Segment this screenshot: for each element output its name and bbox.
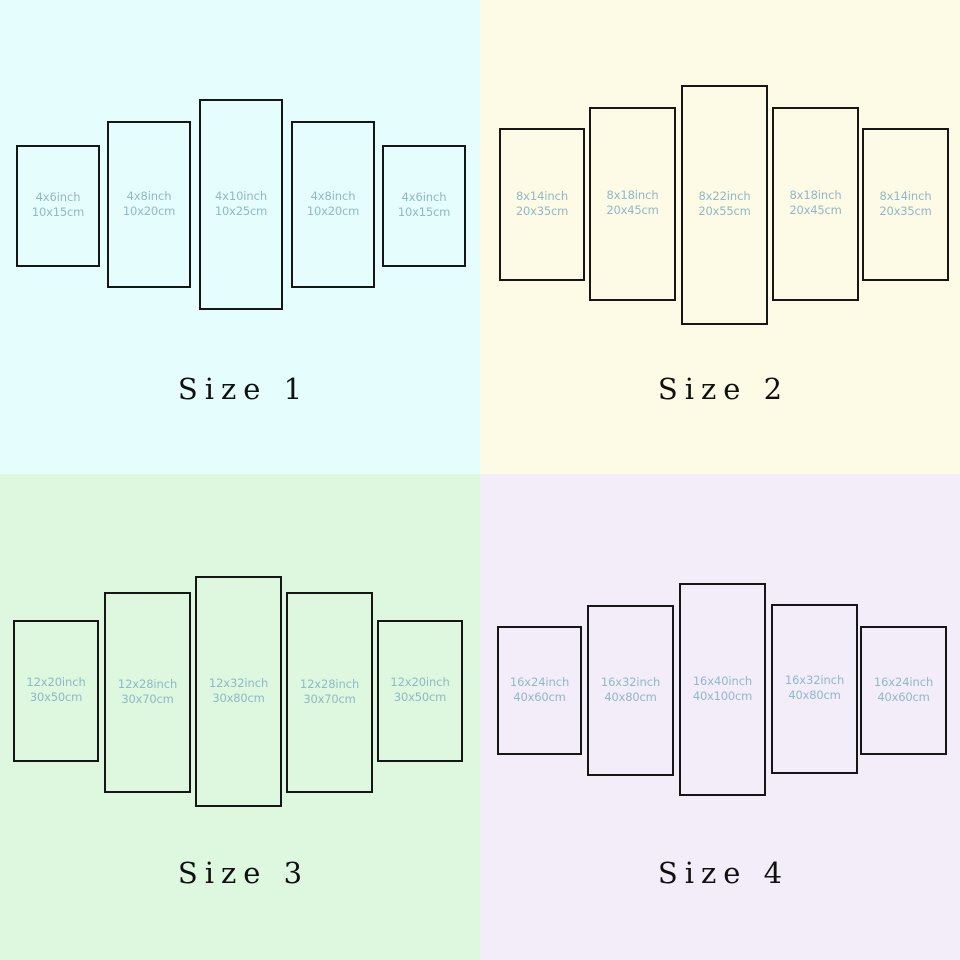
panel-size-centimeters: 20x45cm <box>789 203 842 217</box>
panel-size-inches: 12x28inch <box>299 676 360 691</box>
panel-size-inches: 4x8inch <box>126 188 172 203</box>
size-caption-size-4: Size 4 <box>657 856 790 890</box>
panel-size-inches: 12x32inch <box>208 675 269 690</box>
panel-size-inches: 12x20inch <box>26 675 86 689</box>
panel-size-centimeters: 20x55cm <box>698 204 751 218</box>
panel-size-centimeters: 40x100cm <box>692 688 753 703</box>
panel-size-centimeters: 30x70cm <box>303 691 356 706</box>
panel-size-inches: 16x40inch <box>692 673 753 688</box>
panel-size-centimeters: 40x80cm <box>788 688 841 702</box>
size-caption-size-2: Size 2 <box>657 372 790 406</box>
panel-size-inches: 4x6inch <box>35 190 81 204</box>
panel-size-centimeters: 40x80cm <box>604 689 657 704</box>
panel-size-centimeters: 40x60cm <box>877 689 930 704</box>
panel-size-inches: 8x22inch <box>698 189 751 203</box>
panel-size-inches: 4x10inch <box>214 188 268 203</box>
panel-size-centimeters: 10x15cm <box>397 205 451 219</box>
panel-size-centimeters: 20x45cm <box>606 203 659 217</box>
panel-size-inches: 16x24inch <box>873 674 934 689</box>
panel-size-centimeters: 40x60cm <box>513 689 566 704</box>
panel-size-inches: 4x8inch <box>310 188 356 203</box>
panel-size-centimeters: 20x35cm <box>879 203 932 218</box>
panel-size-centimeters: 10x15cm <box>31 205 85 219</box>
panel-size-centimeters: 10x20cm <box>306 203 360 218</box>
panel-size-centimeters: 10x20cm <box>122 203 176 218</box>
panel-size-centimeters: 30x50cm <box>393 690 447 704</box>
panel-size-inches: 16x32inch <box>784 673 845 687</box>
panel-size-centimeters: 30x80cm <box>212 690 265 705</box>
panel-size-inches: 8x14inch <box>879 188 932 203</box>
panel-size-inches: 12x28inch <box>117 676 178 691</box>
size-caption-size-3: Size 3 <box>177 856 310 890</box>
panel-size-inches: 8x18inch <box>606 188 659 202</box>
size-caption-size-1: Size 1 <box>177 372 310 406</box>
panel-size-inches: 16x24inch <box>509 674 570 689</box>
panel-size-centimeters: 30x70cm <box>121 691 174 706</box>
panel-size-inches: 8x18inch <box>789 188 842 202</box>
panel-size-centimeters: 10x25cm <box>214 203 268 218</box>
panel-size-centimeters: 20x35cm <box>515 203 569 218</box>
panel-size-centimeters: 30x50cm <box>29 690 83 704</box>
panel-size-inches: 16x32inch <box>600 674 661 689</box>
panel-size-inches: 4x6inch <box>401 190 447 204</box>
panel-size-inches: 12x20inch <box>390 675 450 689</box>
panel-size-inches: 8x14inch <box>515 188 569 203</box>
